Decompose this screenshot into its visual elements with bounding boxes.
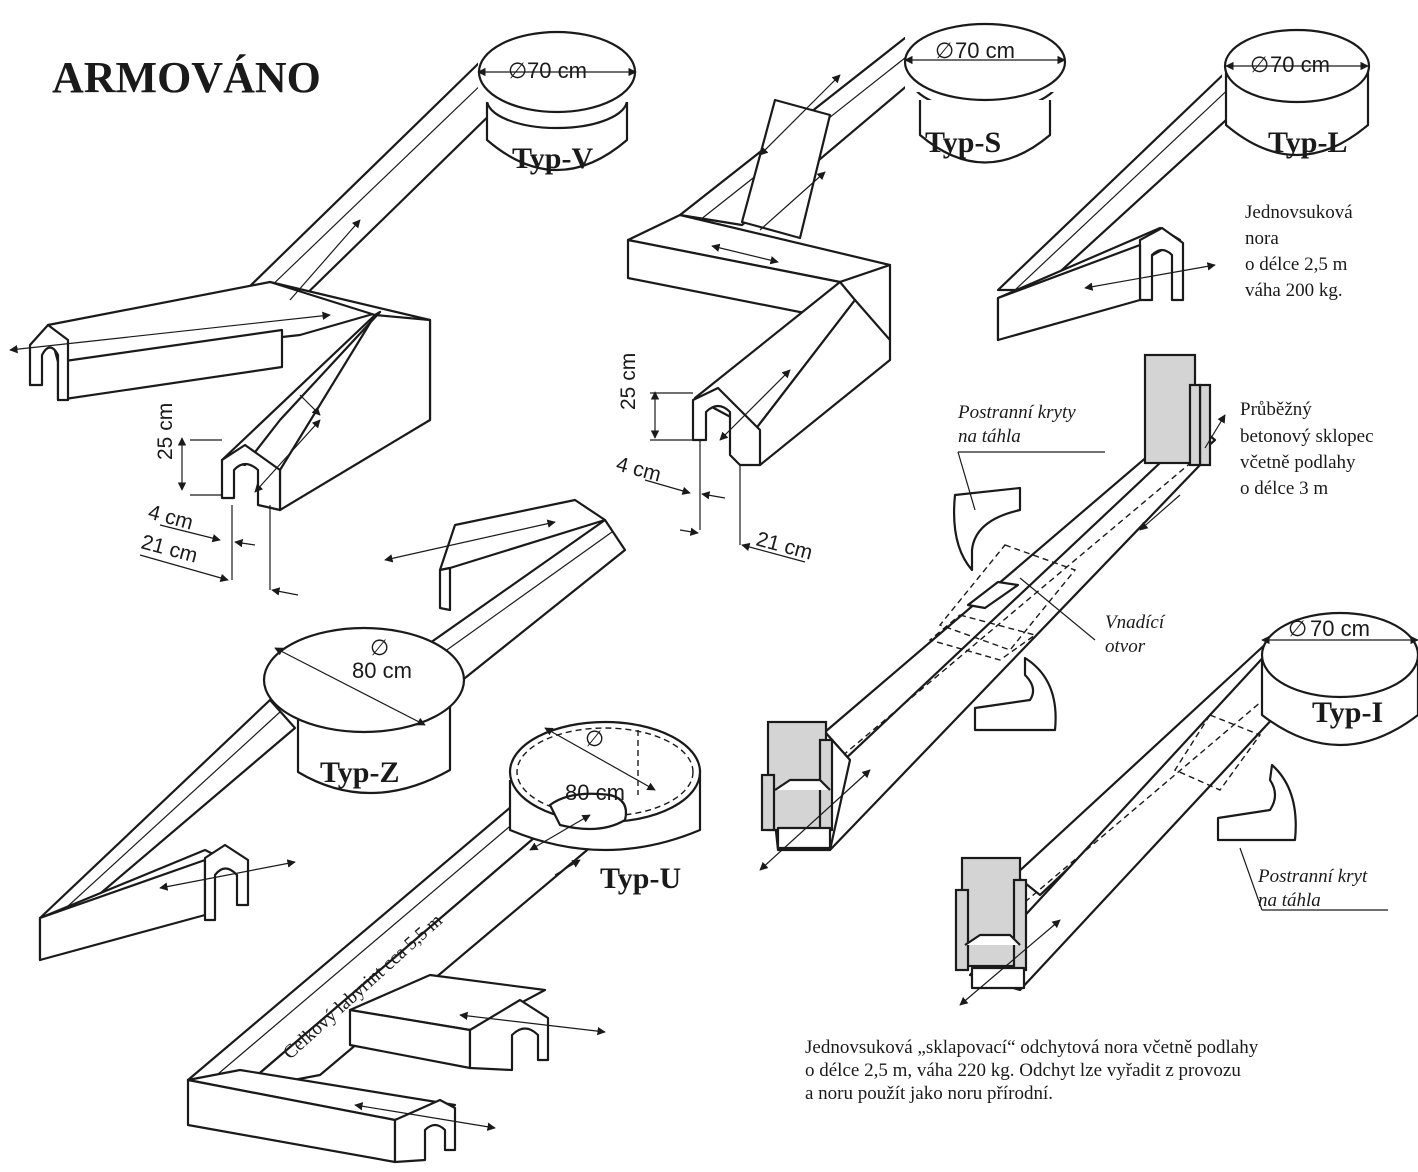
sklopec-drawing [759,353,1226,871]
typ-s-label: Typ-S [925,126,1001,159]
typ-s-wall-label: 4 cm [614,453,664,487]
typ-s-diameter-value: 70 cm [955,38,1015,63]
kryty-line-2: na táhla [958,426,1021,447]
typ-v-wall-label: 4 cm [146,501,196,535]
sklopec-line-3: včetně podlahy [1240,452,1356,473]
page-title: ARMOVÁNO [52,53,321,102]
kryt-line-1: Postranní kryt [1257,866,1368,887]
sklopec-line-4: o délce 3 m [1240,478,1328,499]
footer-line-3: a noru použít jako noru přírodní. [805,1083,1053,1104]
typ-l-desc-line-2: nora [1245,228,1279,249]
typ-u-label: Typ-U [600,862,681,895]
footer-line-1: Jednovsuková „sklapovací“ odchytová nora… [805,1037,1259,1058]
kryt-line-2: na táhla [1258,890,1321,911]
typ-z-drawing [38,498,627,962]
kryty-line-1: Postranní kryty [957,402,1076,423]
typ-v-diameter-value: 70 cm [527,58,587,83]
footer-line-2: o délce 2,5 m, váha 220 kg. Odchyt lze v… [805,1060,1241,1081]
typ-l-desc-line-3: o délce 2,5 m [1245,254,1348,275]
typ-i-label: Typ-I [1312,696,1383,729]
typ-v-label: Typ-V [512,142,593,175]
typ-s-diameter-symbol: ∅ [935,38,954,63]
typ-i-diameter-symbol: ∅ [1288,616,1307,641]
typ-v-drawing [9,30,638,596]
typ-l-diameter-value: 70 cm [1270,52,1330,77]
typ-z-diameter-value: 80 cm [352,658,412,683]
typ-v-height-label: 25 cm [154,403,177,460]
typ-s-drawing [626,22,1067,563]
typ-l-diameter-symbol: ∅ [1250,52,1269,77]
typ-i-drawing [954,611,1418,1006]
typ-v-diameter-symbol: ∅ [508,58,527,83]
typ-z-label: Typ-Z [320,756,399,789]
typ-v-width-label: 21 cm [139,531,200,568]
sklopec-line-1: Průběžný [1240,399,1312,420]
sklopec-line-2: betonový sklopec [1240,426,1374,447]
typ-u-drawing [186,720,702,1164]
typ-s-width-label: 21 cm [754,528,815,565]
typ-s-height-label: 25 cm [617,353,640,410]
typ-u-diameter-value: 80 cm [565,780,625,805]
typ-u-diameter-symbol: ∅ [585,726,604,751]
otvor-line-2: otvor [1105,636,1146,657]
typ-l-drawing [996,28,1372,342]
typ-i-diameter-value: 70 cm [1310,616,1370,641]
otvor-line-1: Vnadící [1105,612,1166,633]
typ-l-desc-line-4: váha 200 kg. [1245,280,1343,301]
typ-z-diameter-symbol: ∅ [370,635,389,660]
typ-l-desc-line-1: Jednovsuková [1245,202,1353,223]
typ-l-label: Typ-L [1268,126,1347,159]
